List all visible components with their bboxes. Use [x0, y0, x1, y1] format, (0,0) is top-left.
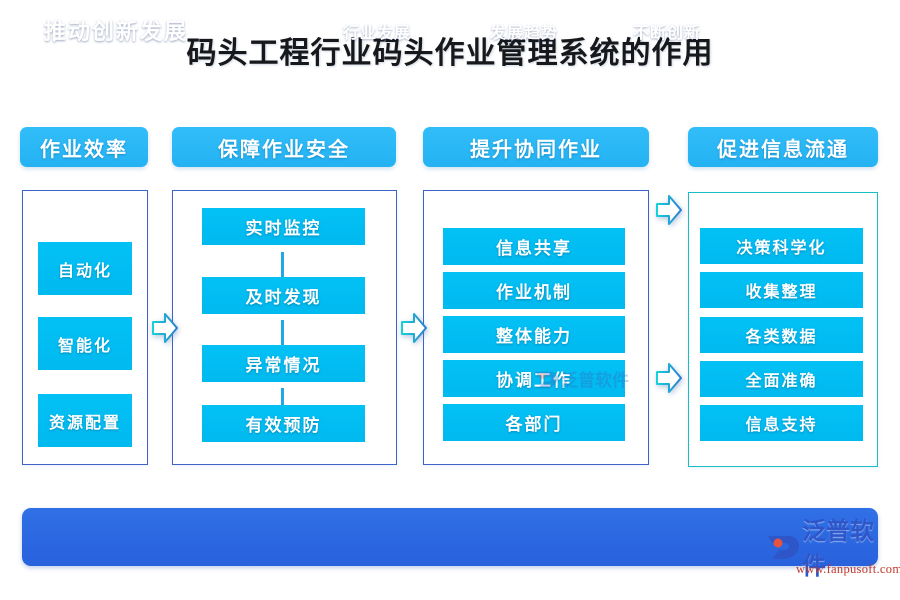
- column-header-label: 保障作业安全: [218, 138, 350, 161]
- column-header-label: 促进信息流通: [717, 138, 849, 161]
- banner-main-label: 推动创新发展: [44, 19, 189, 44]
- column-header-information-flow[interactable]: 促进信息流通: [688, 127, 878, 167]
- chip-operation-mechanism[interactable]: 作业机制: [443, 272, 625, 309]
- brand-name: 泛普软件: [802, 519, 874, 580]
- chip-resource-allocation[interactable]: 资源配置: [38, 394, 132, 447]
- column-header-operation-safety[interactable]: 保障作业安全: [172, 127, 396, 167]
- chip-scientific-decision[interactable]: 决策科学化: [700, 228, 863, 264]
- chip-label: 有效预防: [245, 416, 322, 435]
- banner-item-continuous-innovation: 不断创新: [633, 25, 702, 42]
- bottom-banner: [22, 508, 878, 566]
- arrow-right-icon-col2-col3: [400, 311, 428, 345]
- chip-label: 各部门: [505, 415, 563, 434]
- chip-label: 各类数据: [745, 329, 818, 346]
- chip-label: 信息共享: [496, 239, 572, 258]
- column-header-label: 作业效率: [40, 138, 128, 161]
- chip-automation[interactable]: 自动化: [38, 242, 132, 295]
- chip-intelligence[interactable]: 智能化: [38, 317, 132, 370]
- chip-label: 资源配置: [48, 414, 121, 432]
- chip-information-support[interactable]: 信息支持: [700, 405, 863, 441]
- chip-label: 协调工作: [496, 371, 572, 390]
- arrow-right-icon-col3-col4-bottom: [655, 361, 683, 395]
- chip-label: 智能化: [57, 337, 112, 355]
- column-header-collaboration[interactable]: 提升协同作业: [423, 127, 649, 167]
- chip-abnormal-situation[interactable]: 异常情况: [202, 345, 365, 382]
- chip-label: 全面准确: [745, 373, 818, 390]
- chip-overall-capability[interactable]: 整体能力: [443, 316, 625, 353]
- chip-departments[interactable]: 各部门: [443, 404, 625, 441]
- banner-item-industry-development: 行业发展: [343, 25, 412, 42]
- page-title: 码头工程行业码头作业管理系统的作用: [186, 37, 714, 70]
- column-header-label: 提升协同作业: [470, 138, 602, 161]
- brand-logo-row: 泛普软件: [766, 519, 894, 580]
- chip-information-sharing[interactable]: 信息共享: [443, 228, 625, 265]
- chip-coordinated-work[interactable]: 协调工作: [443, 360, 625, 397]
- chip-label: 作业机制: [496, 283, 572, 302]
- chip-label: 实时监控: [245, 219, 322, 238]
- chip-label: 决策科学化: [736, 240, 827, 257]
- chip-effective-prevention[interactable]: 有效预防: [202, 405, 365, 442]
- chip-realtime-monitoring[interactable]: 实时监控: [202, 208, 365, 245]
- chip-various-data[interactable]: 各类数据: [700, 317, 863, 353]
- brand-url: www.fanpusoft.com: [796, 562, 900, 576]
- chip-label: 自动化: [57, 262, 112, 280]
- arrow-right-icon-col3-col4-top: [655, 193, 683, 227]
- chip-timely-detection[interactable]: 及时发现: [202, 277, 365, 314]
- chip-label: 整体能力: [496, 327, 572, 346]
- brand-logo[interactable]: 泛普软件 www.fanpusoft.com: [766, 519, 900, 586]
- chip-label: 收集整理: [745, 284, 818, 301]
- chip-comprehensive-accurate[interactable]: 全面准确: [700, 361, 863, 397]
- chip-label: 及时发现: [245, 288, 322, 307]
- chip-label: 信息支持: [745, 417, 818, 434]
- chip-label: 异常情况: [245, 356, 322, 375]
- fanpu-logo-icon: [766, 531, 800, 562]
- banner-item-development-trend: 发展趋势: [490, 25, 559, 42]
- column-header-operation-efficiency[interactable]: 作业效率: [20, 127, 148, 167]
- arrow-right-icon-col1-col2: [151, 311, 179, 345]
- chip-collect-organize[interactable]: 收集整理: [700, 272, 863, 308]
